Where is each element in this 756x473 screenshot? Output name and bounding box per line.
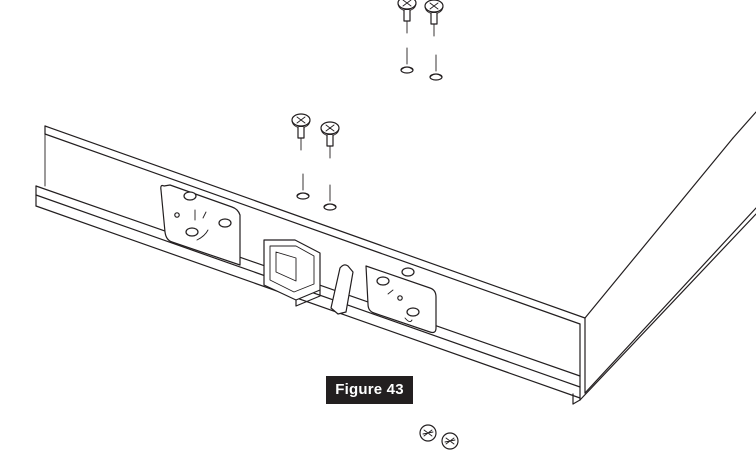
figure-label: Figure 43 [326,376,413,404]
upper-screw-left [397,0,417,34]
latch-clip [263,239,321,307]
panel-body [35,111,756,405]
loose-screw-right [441,432,459,450]
upper-hole-left [400,47,414,74]
right-bracket [365,265,437,334]
loose-screw-left [419,424,437,442]
middle-hole-right [323,184,337,211]
hook-tab [330,264,354,315]
middle-screw-right [320,121,340,159]
middle-screw-left [291,113,311,151]
left-bracket [160,184,241,266]
upper-screw-right [424,0,444,37]
middle-hole-left [296,173,310,200]
upper-hole-right [429,54,443,81]
